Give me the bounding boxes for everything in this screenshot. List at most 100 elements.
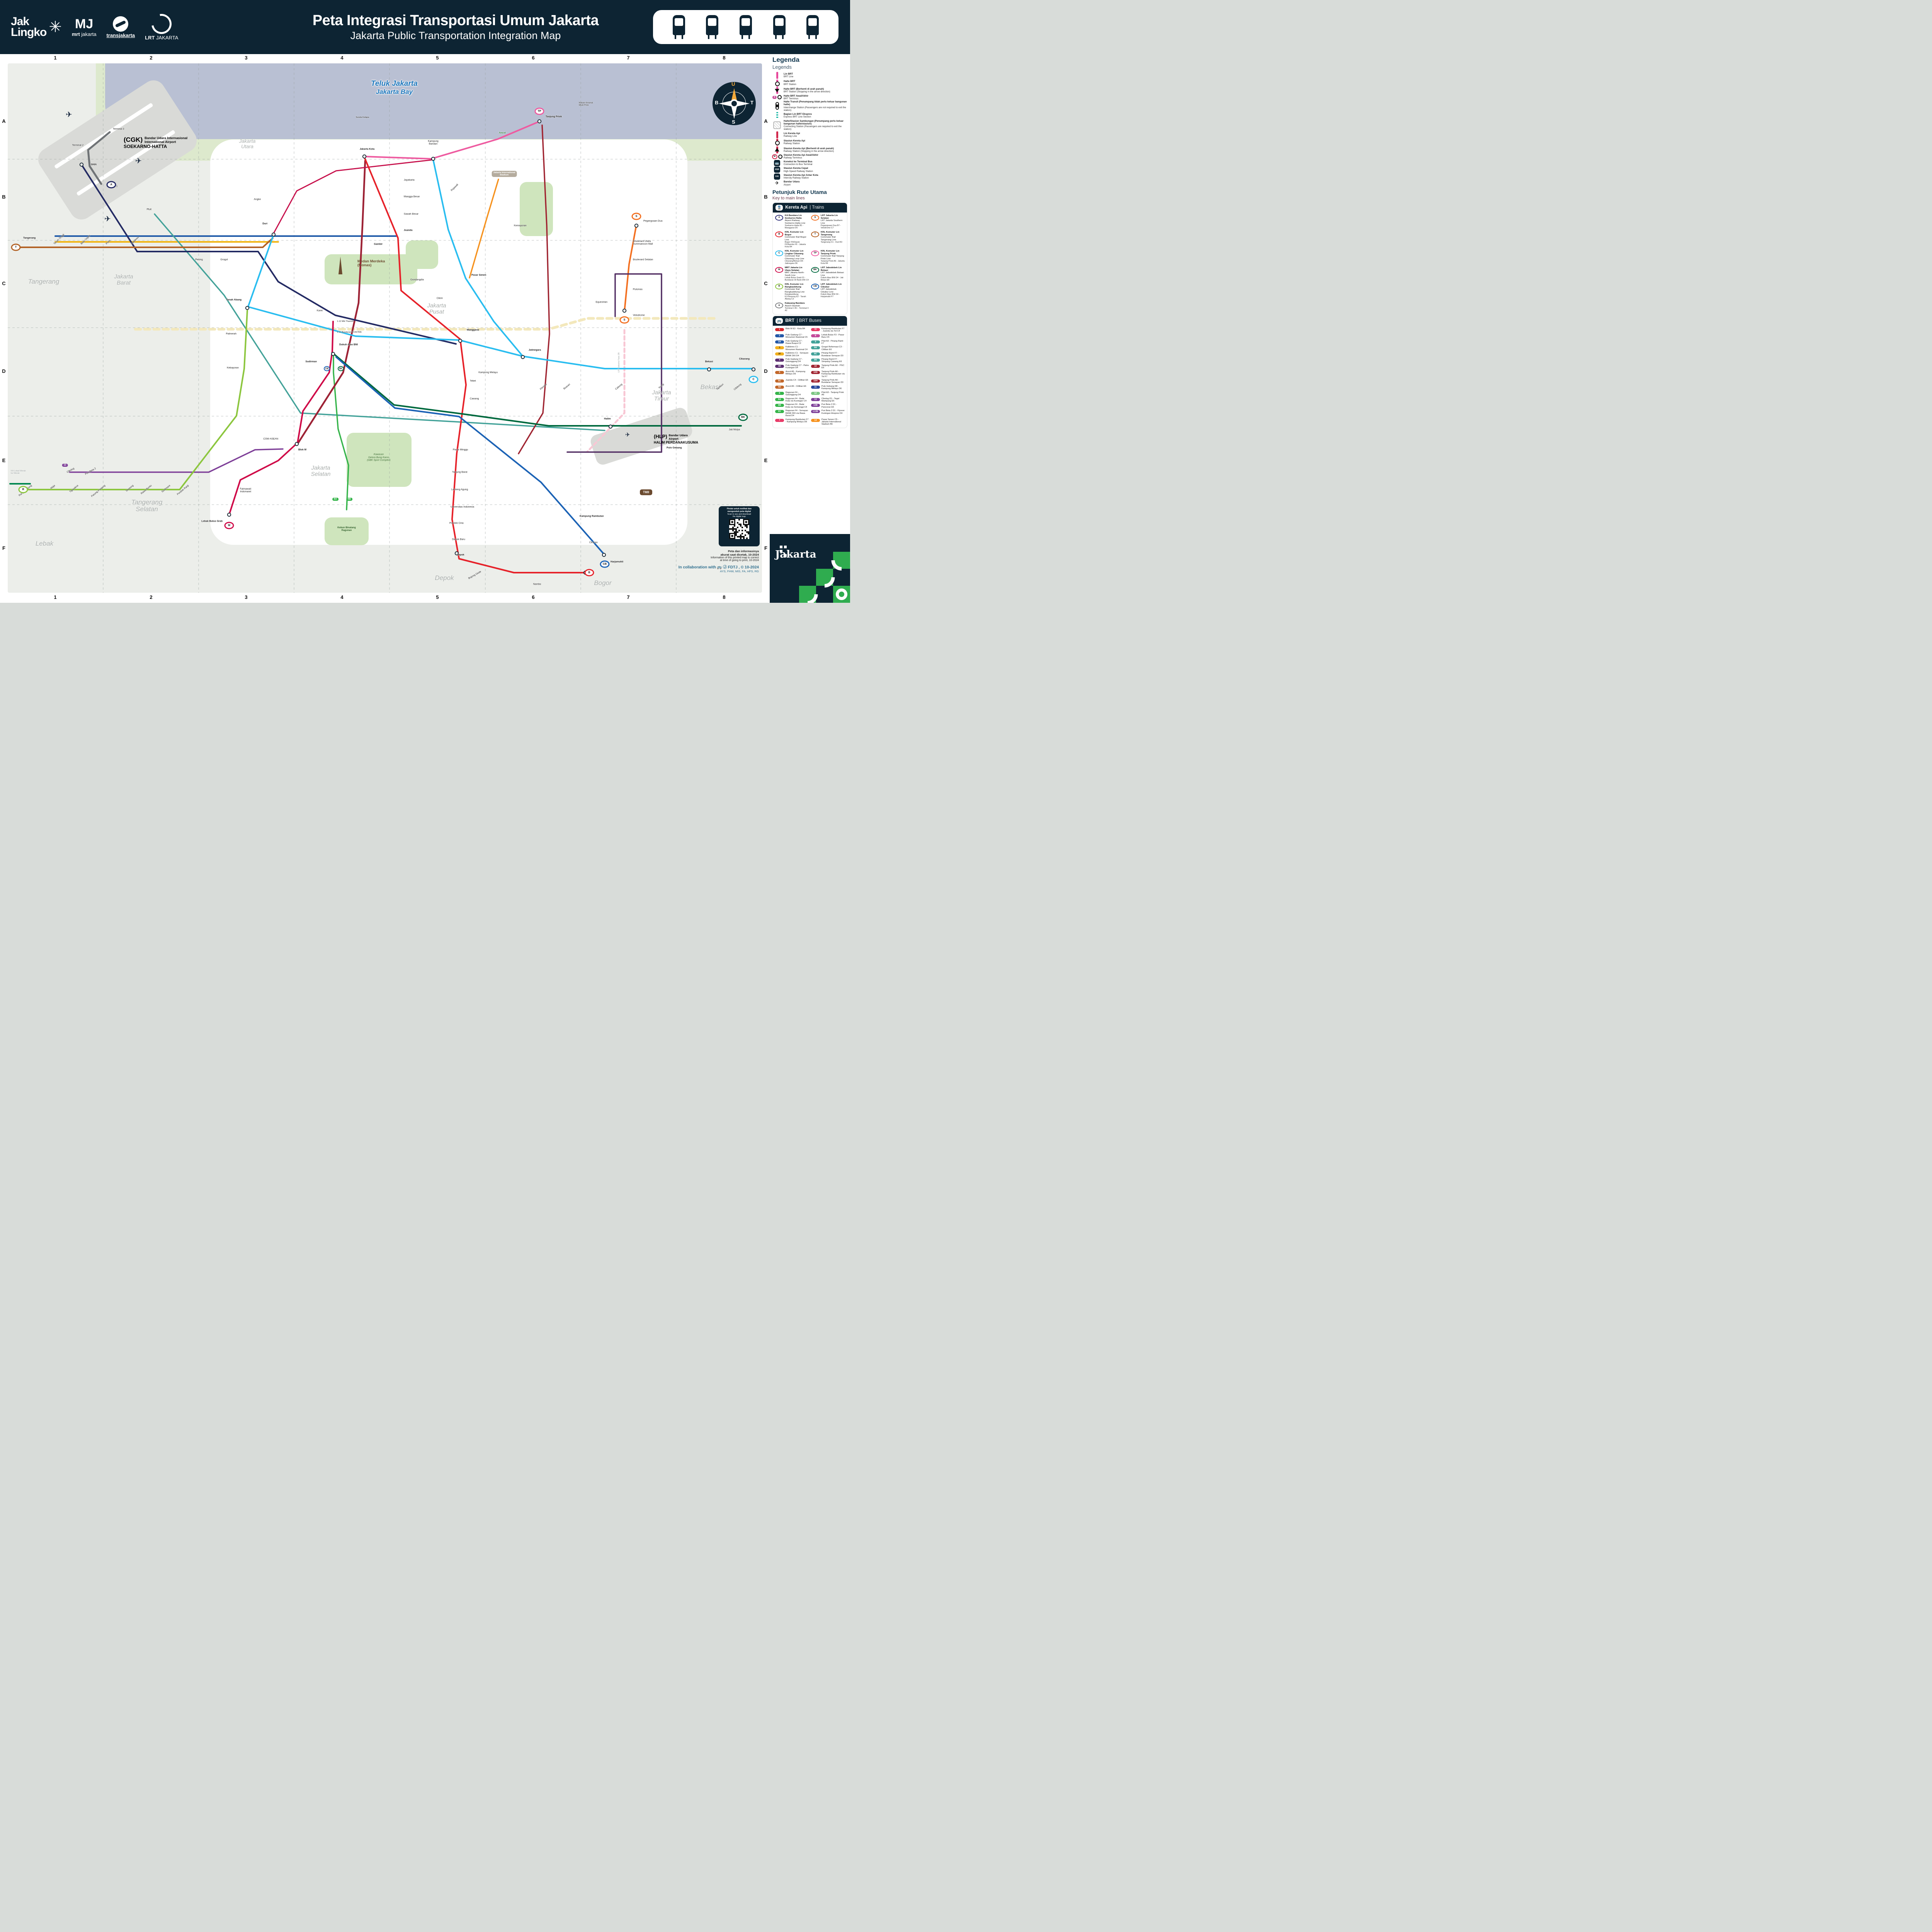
grid-col-8: 8 xyxy=(723,594,726,600)
line-badge-BK: BK xyxy=(738,413,748,421)
station-label: Makam Keramat Mbah Priok xyxy=(579,102,593,106)
page-subtitle: Jakarta Public Transportation Integratio… xyxy=(350,30,561,41)
rail-terminus-icon: M xyxy=(772,154,782,159)
interchange-dot xyxy=(520,355,525,359)
station-label: Gambir xyxy=(374,243,383,246)
plane-icon: ✈ xyxy=(625,432,630,438)
legend-label-id: Stasiun Kereta Api Antar Kota xyxy=(784,173,818,177)
interchange-dot xyxy=(634,223,639,228)
legend-label-id: Bagian Lin BRT Ekspres xyxy=(784,113,812,116)
plane-icon: ✈ xyxy=(104,215,111,223)
legend-title: Legenda xyxy=(772,56,799,63)
station-label: Juanda xyxy=(404,229,413,232)
train-name-en: Commuter Rail Tanjung Priok Line xyxy=(821,255,844,260)
jaklingko-word1: Jak xyxy=(11,15,29,28)
grid-col-2: 2 xyxy=(150,594,153,600)
krl-rangkasbitung-line xyxy=(22,310,248,490)
mrt-icon xyxy=(738,15,753,39)
station-label: Manggarai xyxy=(467,328,479,332)
line-badge-6B: 6B xyxy=(346,498,352,501)
tb-planned-line xyxy=(134,317,716,331)
station-label: Sawah Besar xyxy=(404,213,419,216)
brt-route: Pinang Ranti F7 - Bundaran Senayan D3 xyxy=(821,352,844,357)
region-label: Jakarta Selatan xyxy=(311,464,331,477)
grid-col-1: 1 xyxy=(54,594,57,600)
connecting-icon xyxy=(772,121,782,129)
station-label: Harjamukti xyxy=(611,560,624,563)
brt-route: Blok M E3 - Kota B4 xyxy=(786,327,805,330)
mrt-logo: MJ mrt jakarta xyxy=(72,17,97,37)
station-label: Nambo xyxy=(533,583,541,586)
train-name-en: LRT Jabodebek Bekasi Line xyxy=(821,272,844,277)
line-badge-M: M xyxy=(224,522,234,529)
brt-route: Pulo Gadung C7 - Monumen Nasional C5 xyxy=(786,333,808,339)
grid-col-3: 3 xyxy=(245,55,248,61)
line-badge-S: S xyxy=(631,213,641,220)
grid-row-B: B xyxy=(2,194,6,200)
train-name-en: LRT Jabodebek Cibubur Line xyxy=(821,288,837,293)
station-label: Palmerah xyxy=(226,332,236,335)
grid-col-6: 6 xyxy=(532,594,535,600)
station-label: Pesing xyxy=(195,258,203,261)
brt-chip-5D: 5D xyxy=(775,385,784,389)
region-label: Jakarta Timur xyxy=(652,389,671,402)
station-label: Tangerang xyxy=(23,236,36,240)
interchange-icon xyxy=(772,102,782,110)
print-note: Peta dan informasinya akurat saat diceta… xyxy=(597,549,759,562)
train-badge-T: T xyxy=(811,231,819,237)
brt-route: Lebak Bulus F3 - Pasar Baru C5 xyxy=(821,333,844,339)
train-name-id: LRT Jabodebek Lin Cibubur xyxy=(821,283,842,288)
brt-title-id: BRT xyxy=(785,318,794,323)
brt-route: Kampung Rambutan F7 - Juanda via Tol C4 xyxy=(821,327,845,333)
brt-chip-6V: 6V xyxy=(775,410,784,413)
brt-chip-12: 12 xyxy=(811,391,820,395)
brt-route: Ragunan F4 - Galunggung D4 xyxy=(786,391,801,396)
brt-line-icon xyxy=(772,72,782,79)
line-badge-T: T xyxy=(11,243,21,251)
bus-icon: 🚌 xyxy=(776,318,783,324)
transjakarta-sub: transjakarta xyxy=(106,32,135,38)
park xyxy=(406,240,438,269)
station-label: Jati Mulya xyxy=(729,428,740,431)
station-label: 1-12 MH Thamrin xyxy=(337,320,354,323)
interchange-dot xyxy=(458,338,463,343)
interchange-dot xyxy=(622,308,627,313)
brt-chip-13: 13 xyxy=(811,398,820,401)
grid-col-6: 6 xyxy=(532,55,535,61)
station-label: Boulevard Selatan xyxy=(633,258,653,261)
legend-label-en: Railway Terminus xyxy=(784,156,802,160)
brt-route: Pluit A3 - Tanjung Priok A6 xyxy=(821,391,844,396)
station-label: LRT Jakarta Fase 2B xyxy=(617,352,620,372)
legend-label-en: Railway Station (Stopping in the arrow d… xyxy=(784,150,834,153)
legend-label-id: Koneksi ke Terminal Bus xyxy=(784,160,813,163)
monas-label: Medan Merdeka (Monas) xyxy=(357,259,385,268)
brt-chip-9: 9 xyxy=(811,340,820,344)
line-badge-6A: 6A xyxy=(332,498,338,501)
trains-title-id: Kereta Api xyxy=(785,205,808,210)
krl-cikarang-north-line xyxy=(432,159,524,357)
station-label: Universitas Indonesia xyxy=(451,505,474,509)
krl-tanjungpriok-line xyxy=(364,121,539,160)
train-name-en: Commuter Rail Cikarang Loop Line xyxy=(785,255,804,260)
legend-label-id: Halte BRT (Berhenti di arah panah) xyxy=(784,87,824,90)
bay-label-en: Jakarta Bay xyxy=(376,88,413,95)
grid-col-5: 5 xyxy=(436,55,439,61)
brt-arrow-icon xyxy=(772,87,782,94)
brt-corridor4-line xyxy=(566,273,662,453)
train-route: Tanjung Priok A6 - Jakarta Kota B4 xyxy=(821,260,845,265)
interchange-dot xyxy=(537,119,542,124)
